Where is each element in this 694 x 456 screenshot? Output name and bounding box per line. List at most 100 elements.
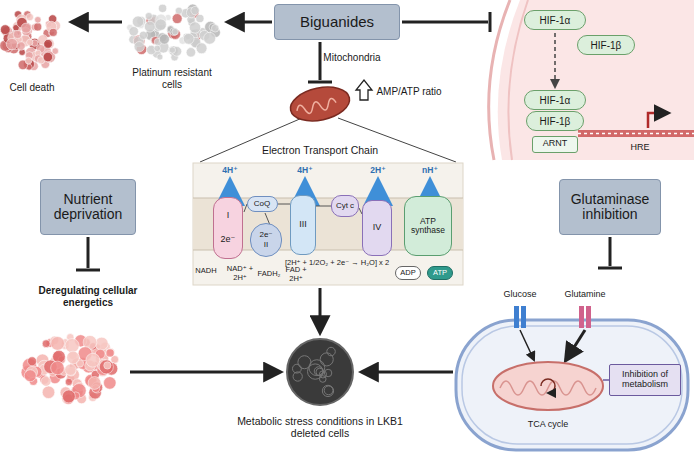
platinum-resistant-cells <box>168 47 175 54</box>
platinum-resistant-cells <box>172 14 182 24</box>
cancer-cells <box>104 362 111 369</box>
dying-cells <box>44 39 54 49</box>
cancer-cells <box>65 378 72 385</box>
dying-cells <box>43 51 54 62</box>
cancer-cells <box>28 357 37 366</box>
dying-cells <box>43 52 53 62</box>
platinum-resistant-cells <box>139 31 147 39</box>
etc-panel <box>428 182 433 196</box>
label-text: NAD⁺ + 2H⁺ <box>225 265 255 282</box>
flow-arrows <box>228 21 272 24</box>
dying-cells <box>26 13 33 20</box>
protein-oval: HIF-1α <box>524 90 586 110</box>
platinum-resistant-cells <box>204 32 216 44</box>
flow-arrows <box>87 237 90 268</box>
node-text: II <box>264 241 268 250</box>
platinum-resistant-cells <box>175 7 182 14</box>
platinum-resistant-cells <box>159 34 169 44</box>
mitochondrion-icon <box>200 80 456 162</box>
complex-shape: I2e⁻ <box>213 197 243 259</box>
flow-arrows <box>319 288 322 332</box>
etc-panel <box>376 182 381 198</box>
label-text: Platinum resistant cells <box>126 67 218 90</box>
node-text: CoQ <box>254 200 270 209</box>
cell-membrane <box>456 306 688 450</box>
cancer-cells <box>95 337 108 350</box>
cell-membrane <box>456 320 688 450</box>
label-text: AMP/ATP ratio <box>376 86 441 98</box>
mitochondrion-icon <box>356 80 372 100</box>
label-text: 2H⁺ <box>370 166 385 176</box>
node-text: III <box>299 220 307 230</box>
hif-panel <box>578 133 694 135</box>
etc-panel <box>303 182 308 194</box>
node-text: HIF-1α <box>540 15 571 26</box>
dying-cells <box>6 38 17 49</box>
dying-cells <box>35 17 42 24</box>
label-text: Metabolic stress conditions in LKB1 dele… <box>233 415 408 439</box>
platinum-resistant-cells <box>155 19 166 30</box>
platinum-resistant-cells <box>159 4 167 12</box>
flow-arrows <box>319 42 322 80</box>
dying-cells <box>0 25 10 35</box>
dying-cells <box>14 30 22 38</box>
platinum-resistant-cells <box>183 33 194 44</box>
node-text: 2e⁻ <box>259 231 272 240</box>
dying-cells <box>21 23 31 33</box>
complex-shape: ATP synthase <box>404 196 452 256</box>
etc-panel <box>230 182 430 262</box>
platinum-resistant-cells <box>191 6 199 14</box>
hif-panel <box>648 113 668 128</box>
node-text: Biguanides <box>300 14 374 31</box>
node-text: ARNT <box>543 139 568 149</box>
cancer-cells <box>65 339 79 353</box>
label-text: Deregulating cellular energetics <box>28 285 148 308</box>
complex-shape: Inhibition of metabolism <box>609 364 681 396</box>
label-text: NADH <box>195 267 216 276</box>
process-box: Glutaminase inhibition <box>559 179 661 235</box>
cancer-cells <box>106 349 114 357</box>
cell-membrane <box>521 306 526 328</box>
cancer-cells <box>41 376 51 386</box>
label-text: TCA cycle <box>528 419 569 429</box>
platinum-resistant-cells <box>189 22 200 33</box>
label-text: nH⁺ <box>422 166 438 176</box>
dying-cells <box>27 39 33 45</box>
cell-membrane <box>493 362 603 410</box>
label-text: Electron Transport Chain <box>262 144 378 156</box>
platinum-resistant-cells <box>134 42 144 52</box>
flow-arrows <box>308 81 332 84</box>
label-text: HRE <box>630 142 649 152</box>
dying-cells <box>25 57 32 64</box>
node-text: Nutrient deprivation <box>43 192 133 223</box>
platinum-resistant-cells <box>196 14 204 22</box>
dying-cells <box>17 42 25 50</box>
flow-arrows <box>130 371 280 374</box>
cancer-cells <box>104 377 117 390</box>
platinum-resistant-cells <box>186 48 195 57</box>
complex-shape: ADP <box>395 266 421 280</box>
stressed-cell <box>327 347 335 355</box>
hif-panel <box>489 0 510 160</box>
platinum-resistant-cells <box>169 47 175 53</box>
dying-cells <box>44 39 53 48</box>
label-text: [2H⁺ + 1/2O₂ + 2e⁻ → H₂O] x 2 <box>285 259 389 268</box>
cancer-cells <box>67 351 80 364</box>
platinum-resistant-cells <box>129 27 138 36</box>
platinum-resistant-cells <box>196 43 207 54</box>
cancer-cells <box>42 386 55 399</box>
mitochondrion-icon <box>296 98 337 116</box>
complex-shape: Cyt c <box>331 195 359 217</box>
node-text: Cyt c <box>336 202 354 211</box>
cancer-cells <box>51 361 65 375</box>
cell-membrane <box>586 306 591 328</box>
stressed-cell <box>309 360 325 376</box>
complex-shape: 2e⁻II <box>250 223 282 257</box>
label-text: Mitochondria <box>323 52 380 64</box>
flow-arrows <box>72 21 122 24</box>
protein-oval: HIF-1β <box>577 35 635 55</box>
cancer-cells <box>88 376 101 389</box>
flow-arrows <box>72 12 622 372</box>
cell-membrane <box>579 306 584 328</box>
hif-panel <box>578 130 694 137</box>
